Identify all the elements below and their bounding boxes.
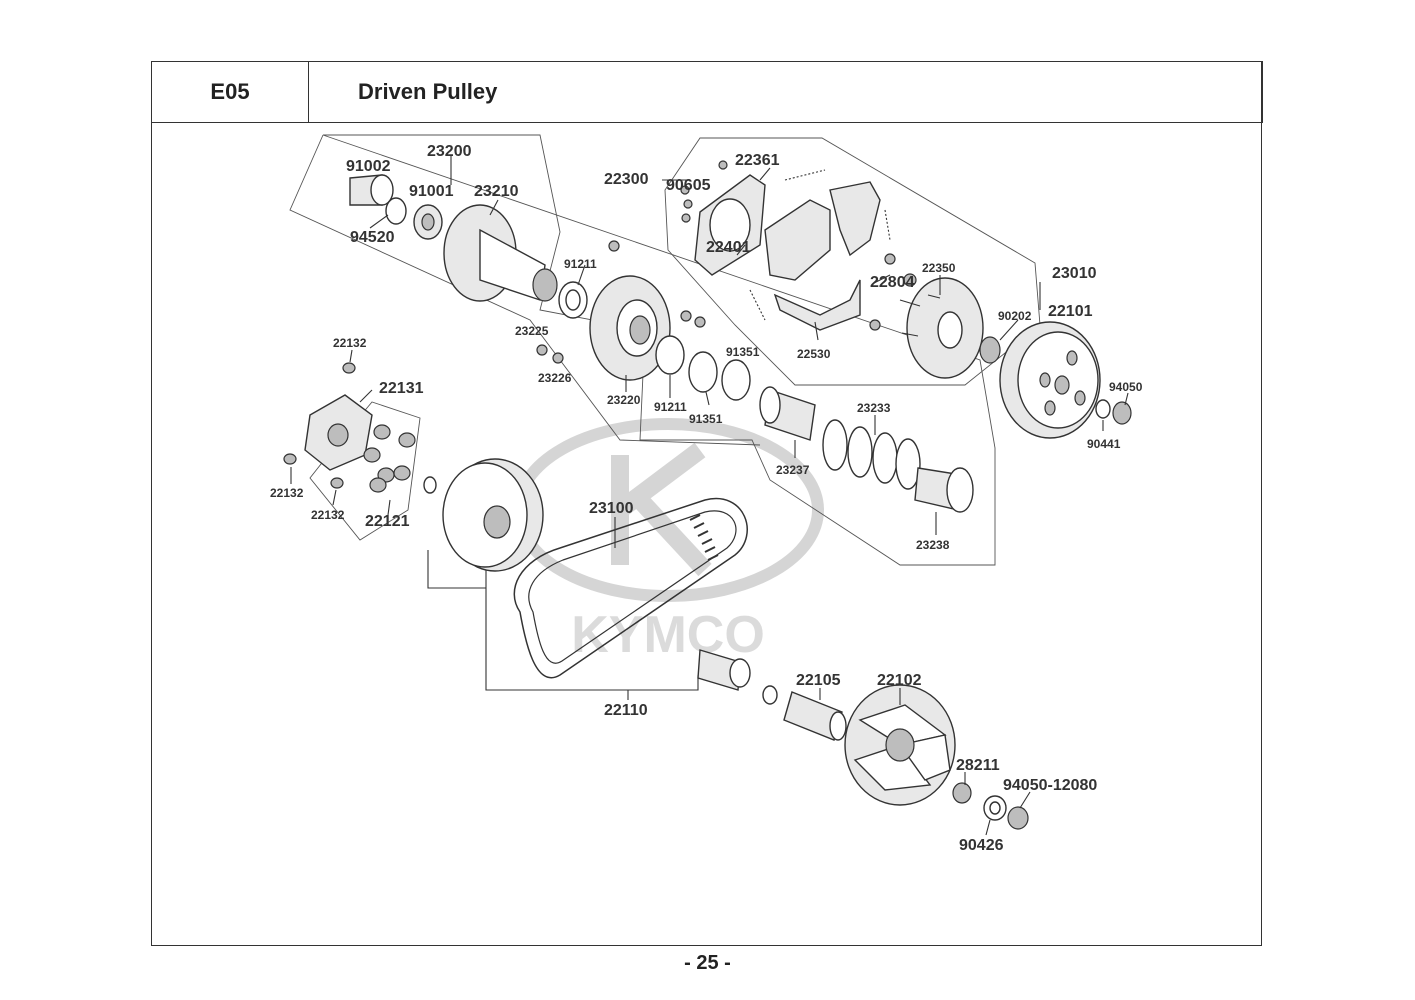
label-22132-a: 22132 (333, 336, 367, 350)
spring-23233 (822, 419, 921, 490)
label-28211: 28211 (956, 757, 1000, 774)
group-outline-22121 (309, 401, 421, 541)
needle-bearing-91002 (349, 174, 394, 206)
label-90426: 90426 (959, 837, 1004, 854)
bearing-91001 (413, 204, 443, 240)
washer-90426 (983, 795, 1007, 821)
label-94050-12080: 94050-12080 (1003, 777, 1097, 794)
kymco-watermark: KYMCO (512, 418, 824, 664)
clutch-plate-22361 (694, 174, 766, 276)
label-22804: 22804 (870, 274, 915, 291)
kymco-watermark-text: KYMCO (571, 606, 765, 664)
label-94050: 94050 (1109, 380, 1143, 394)
label-91002: 91002 (346, 158, 391, 175)
oil-seal-91211-b (655, 335, 685, 375)
label-91211-b: 91211 (654, 400, 687, 414)
label-23210: 23210 (474, 183, 519, 200)
label-22101: 22101 (1048, 303, 1093, 320)
movable-driven-face-23220 (589, 275, 671, 381)
circlip-ramp (423, 476, 437, 494)
label-22361: 22361 (735, 152, 780, 169)
label-90202: 90202 (998, 309, 1032, 323)
label-23233: 23233 (857, 401, 891, 415)
label-22132-c: 22132 (311, 508, 345, 522)
clutch-springs (749, 169, 891, 321)
page-number: - 25 - (684, 952, 731, 974)
label-22132-b: 22132 (270, 486, 304, 500)
nut-90202 (979, 336, 1001, 364)
ramp-plate (304, 394, 373, 471)
label-23220: 23220 (607, 393, 641, 407)
label-91001: 91001 (409, 183, 454, 200)
clutch-outer-22101 (999, 321, 1101, 439)
nut-94050-12080 (1007, 806, 1029, 830)
clutch-shoes-22530 (764, 181, 881, 331)
rollers (363, 424, 416, 493)
seal-collar-23237 (759, 386, 816, 441)
label-23226: 23226 (538, 371, 572, 385)
label-94520: 94520 (350, 229, 395, 246)
circlip-part (762, 685, 778, 705)
leader-lines (290, 155, 1129, 836)
label-90605: 90605 (666, 177, 711, 194)
fixed-driven-face-23210 (443, 204, 558, 302)
drive-belt (513, 497, 748, 679)
label-22121: 22121 (365, 513, 410, 530)
label-22300: 22300 (604, 171, 649, 188)
oil-seal-91211 (558, 281, 588, 319)
section-code: E05 (151, 61, 309, 123)
label-22401: 22401 (706, 239, 751, 256)
spring-seat-23238 (914, 467, 974, 513)
label-23010: 23010 (1052, 265, 1097, 282)
o-rings-91351 (688, 351, 751, 401)
page-title: Driven Pulley (308, 61, 1263, 123)
label-91351-b: 91351 (689, 412, 723, 426)
label-22110: 22110 (604, 702, 648, 719)
label-22102: 22102 (877, 672, 922, 689)
label-91211-a: 91211 (564, 257, 597, 271)
label-22530: 22530 (797, 347, 831, 361)
drive-face-collar (697, 649, 751, 691)
clutch-small-parts (680, 160, 917, 331)
group-outline-22300 (664, 137, 1041, 386)
label-91351-a: 91351 (726, 345, 760, 359)
movable-drive-face (442, 458, 544, 572)
circlip-94520 (385, 197, 407, 225)
guide-pins (536, 240, 706, 364)
label-23238: 23238 (916, 538, 950, 552)
group-outline-23200-left (289, 134, 761, 446)
fixed-drive-face (844, 684, 956, 806)
label-23200: 23200 (427, 143, 472, 160)
label-23237: 23237 (776, 463, 810, 477)
spacer-22105 (783, 691, 847, 741)
label-22350: 22350 (922, 261, 956, 275)
label-22131: 22131 (379, 380, 424, 397)
label-90441: 90441 (1087, 437, 1121, 451)
slide-pieces (283, 362, 356, 489)
part-labels: 23200 91002 91001 23210 94520 91211 2230… (270, 143, 1143, 854)
drive-plate-22350 (899, 277, 984, 379)
nut-28211 (952, 782, 972, 804)
group-outline-23200 (322, 134, 996, 566)
nut-94050 (1112, 401, 1132, 425)
label-23225: 23225 (515, 324, 549, 338)
label-22105: 22105 (796, 672, 841, 689)
label-23100: 23100 (589, 500, 634, 517)
page-title-text: Driven Pulley (358, 79, 498, 104)
washer-90441 (1095, 399, 1111, 419)
